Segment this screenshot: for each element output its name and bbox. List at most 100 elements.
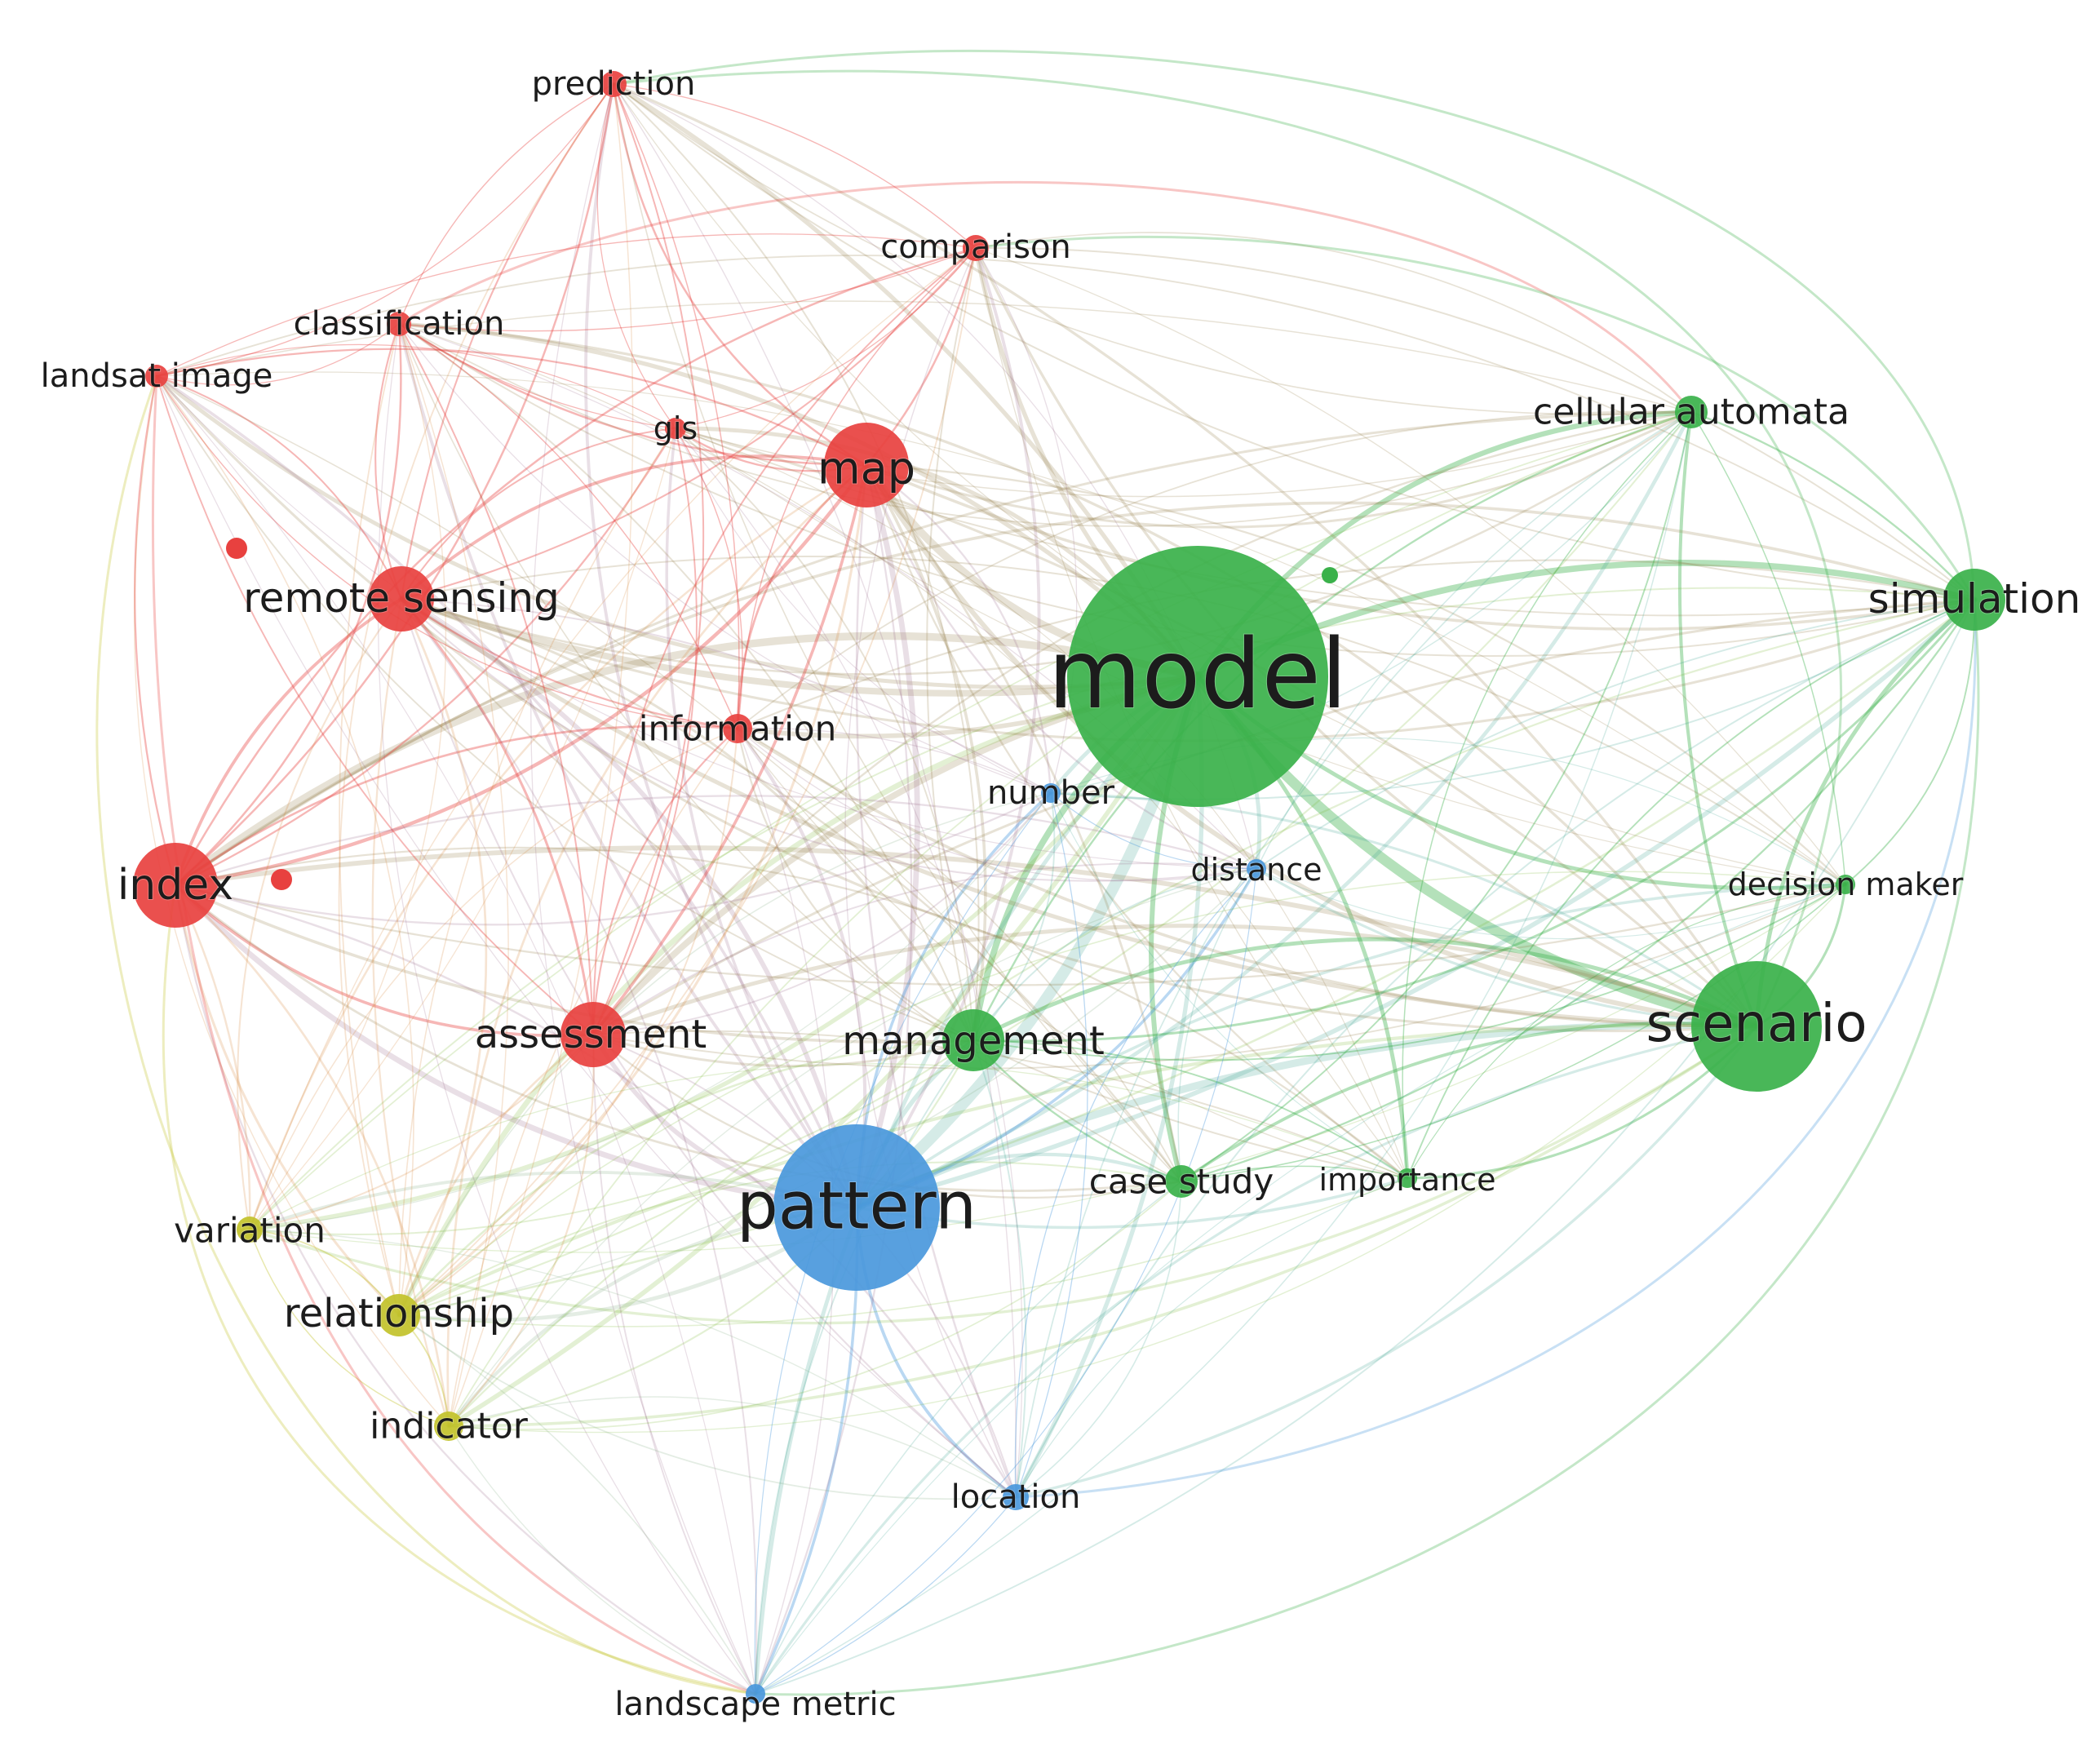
edge-prediction-gis xyxy=(596,83,676,429)
edge-index-gis xyxy=(174,427,677,887)
edge-cellular-automata-relationship xyxy=(397,410,1693,1317)
node-scenario[interactable] xyxy=(1691,961,1822,1092)
node-index[interactable] xyxy=(133,843,218,928)
node-landsat-image[interactable] xyxy=(145,365,168,388)
edge-comparison-classification xyxy=(398,247,977,332)
edge-simulation-indicator xyxy=(447,598,1976,1428)
node-number[interactable] xyxy=(1041,783,1061,803)
edge-index-prediction xyxy=(174,82,615,887)
edge-scenario-location xyxy=(1014,1025,1758,1499)
edge-classification-gis xyxy=(398,323,676,429)
edge-management-variation xyxy=(249,1039,974,1235)
node-comparison[interactable] xyxy=(963,235,989,261)
edge-map-index xyxy=(173,463,869,888)
edge-map-location xyxy=(855,463,1017,1499)
edge-management-information xyxy=(736,727,975,1042)
edge-scenario-remote-sensing xyxy=(399,596,1759,1029)
node-relationship[interactable] xyxy=(378,1294,420,1336)
edge-assessment-gis xyxy=(592,428,698,1035)
edge-index-number xyxy=(174,791,1052,926)
edge-location-landscape-metric xyxy=(755,1496,1017,1695)
node-unlabeled-1[interactable] xyxy=(271,869,292,890)
edge-comparison-decision-maker xyxy=(975,247,1846,885)
edge-pattern-decision-maker xyxy=(855,883,1847,1209)
label-variation: variation xyxy=(174,1211,326,1251)
edge-information-variation xyxy=(249,728,738,1230)
edge-landsat-image-indicator xyxy=(133,375,450,1427)
node-indicator[interactable] xyxy=(434,1412,463,1441)
edge-assessment-relationship xyxy=(397,1033,595,1317)
label-pattern: pattern xyxy=(737,1168,977,1244)
node-case-study[interactable] xyxy=(1165,1165,1198,1198)
node-model[interactable] xyxy=(1067,546,1328,807)
edge-scenario-information xyxy=(736,727,1758,1028)
node-simulation[interactable] xyxy=(1943,569,2005,631)
edge-remote-sensing-importance xyxy=(401,598,1408,1179)
node-prediction[interactable] xyxy=(600,71,627,97)
edge-prediction-indicator xyxy=(448,83,634,1427)
edge-prediction-relationship xyxy=(338,83,614,1316)
node-variation[interactable] xyxy=(237,1217,263,1243)
edge-landscape-metric-relationship xyxy=(398,1314,756,1695)
edge-scenario-relationship xyxy=(397,1023,1759,1318)
node-location[interactable] xyxy=(1003,1484,1029,1510)
edge-remote-sensing-case-study xyxy=(400,597,1183,1183)
node-distance[interactable] xyxy=(1247,859,1266,879)
node-layer xyxy=(133,71,2005,1704)
node-classification[interactable] xyxy=(387,312,411,336)
edge-model-relationship xyxy=(396,673,1201,1318)
label-prediction: prediction xyxy=(532,65,696,103)
node-decision-maker[interactable] xyxy=(1836,875,1855,894)
edge-simulation-comparison xyxy=(975,246,1975,601)
node-unlabeled-2[interactable] xyxy=(1322,567,1338,583)
edge-assessment-information xyxy=(591,727,739,1036)
edge-number-location xyxy=(1015,792,1088,1498)
edge-scenario-classification xyxy=(397,322,1758,1028)
edge-scenario-index xyxy=(173,845,1759,1029)
node-landscape-metric[interactable] xyxy=(746,1684,765,1704)
outer-arc-5 xyxy=(1014,598,1977,1499)
edge-cellular-automata-landsat-image xyxy=(156,300,1692,413)
node-remote-sensing[interactable] xyxy=(369,566,434,632)
edge-simulation-landsat-image xyxy=(156,255,1975,601)
edge-simulation-information xyxy=(736,559,1976,730)
label-simulation: simulation xyxy=(1868,575,2081,623)
node-map[interactable] xyxy=(824,423,909,507)
edge-cellular-automata-variation xyxy=(249,411,1692,1230)
node-importance[interactable] xyxy=(1398,1168,1417,1188)
edge-scenario-prediction xyxy=(612,82,1758,1028)
edge-scenario-distance xyxy=(1255,867,1758,1028)
edge-pattern-classification xyxy=(397,322,858,1209)
edge-map-simulation xyxy=(865,463,1976,631)
edge-remote-sensing-location xyxy=(400,597,1017,1499)
edge-cellular-automata-comparison xyxy=(975,232,1692,413)
edge-management-classification xyxy=(398,323,974,1041)
node-unlabeled-0[interactable] xyxy=(226,538,247,559)
edge-remote-sensing-classification xyxy=(374,322,403,601)
edge-landsat-image-gis xyxy=(156,343,676,429)
node-gis[interactable] xyxy=(665,418,686,439)
edge-map-cellular-automata xyxy=(865,410,1693,529)
label-map: map xyxy=(817,443,915,494)
node-assessment[interactable] xyxy=(560,1002,626,1067)
edge-cellular-automata-location xyxy=(1015,411,1692,1498)
edge-pattern-map xyxy=(853,462,920,1211)
node-cellular-automata[interactable] xyxy=(1675,396,1708,428)
edge-importance-relationship xyxy=(398,1177,1408,1327)
edge-map-number xyxy=(865,463,1052,795)
label-gis: gis xyxy=(653,410,698,446)
label-scenario: scenario xyxy=(1646,994,1867,1054)
edge-index-simulation xyxy=(174,501,1976,887)
node-information[interactable] xyxy=(723,714,752,743)
node-management[interactable] xyxy=(942,1009,1004,1071)
edge-case-study-importance xyxy=(1181,1165,1408,1182)
label-relationship: relationship xyxy=(284,1291,514,1336)
edge-model-index xyxy=(171,632,1202,889)
edge-index-remote-sensing xyxy=(174,597,403,887)
node-pattern[interactable] xyxy=(773,1124,940,1291)
edge-map-decision-maker xyxy=(865,463,1847,886)
edge-cellular-automata-indicator xyxy=(448,411,1692,1427)
edge-remote-sensing-distance xyxy=(401,598,1257,882)
edge-index-relationship xyxy=(174,884,401,1317)
